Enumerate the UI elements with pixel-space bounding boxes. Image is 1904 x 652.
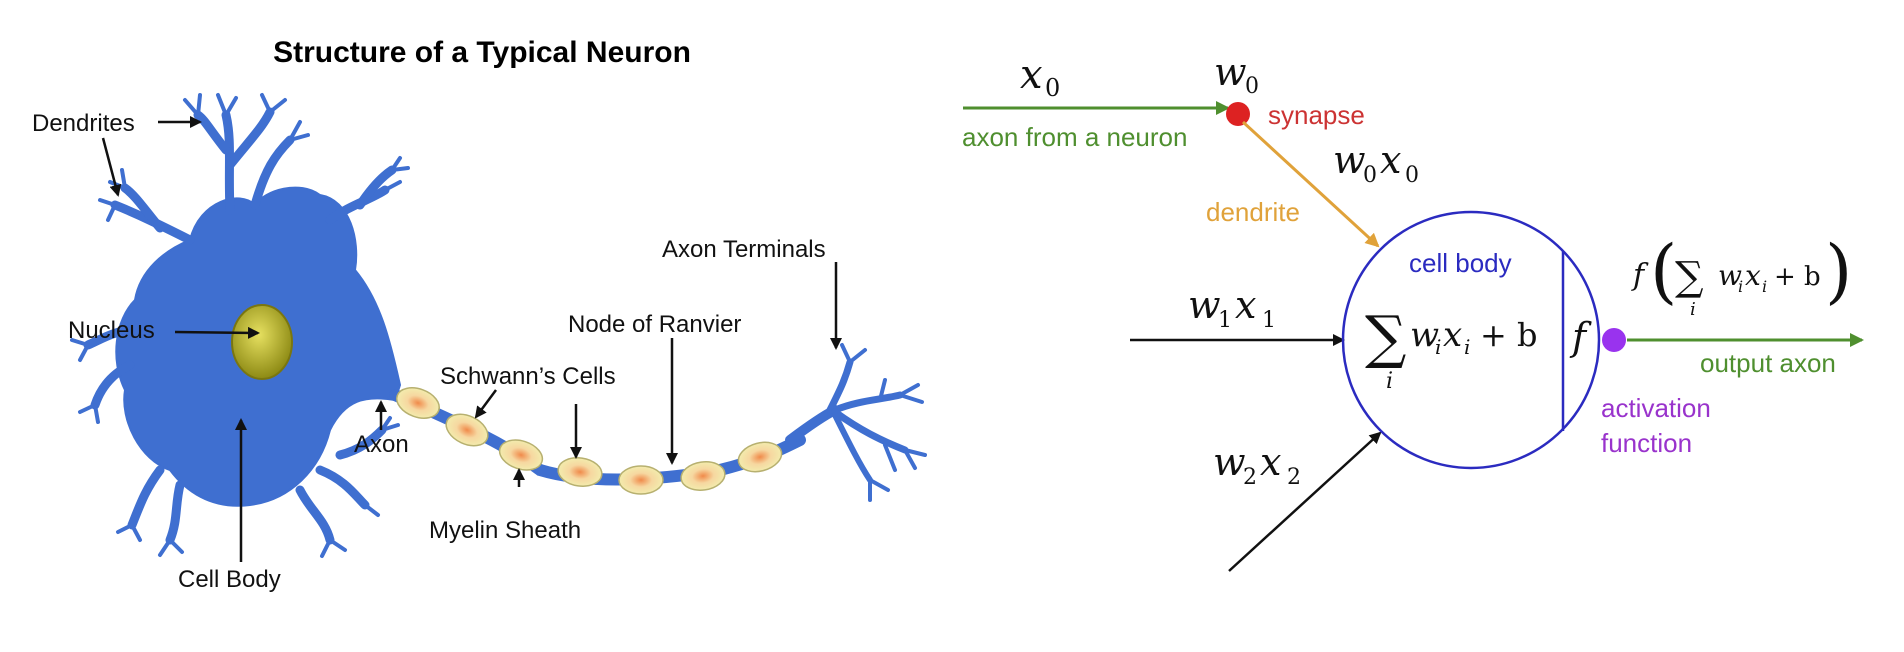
synapse-dot bbox=[1226, 102, 1250, 126]
output-open-paren: ( bbox=[1650, 230, 1677, 312]
nucleus-shape bbox=[231, 304, 293, 380]
label-activation: activation bbox=[1601, 393, 1711, 423]
activation-f-symbol: f bbox=[1569, 315, 1592, 359]
output-x-subscript: i bbox=[1762, 277, 1767, 296]
output-plus-b: + b bbox=[1774, 262, 1821, 292]
label-myelin-sheath: Myelin Sheath bbox=[429, 517, 581, 544]
w1x1-w: w bbox=[1188, 283, 1221, 327]
activation-dot bbox=[1602, 328, 1626, 352]
output-x: x bbox=[1745, 259, 1761, 292]
x0-subscript: 0 bbox=[1045, 74, 1060, 102]
dendrite-line bbox=[1241, 120, 1380, 248]
w0x0-x-subscript: 0 bbox=[1405, 163, 1419, 188]
axon-terminals-shape bbox=[785, 343, 927, 502]
formula-x: x bbox=[1443, 315, 1462, 355]
w0-subscript: 0 bbox=[1245, 74, 1259, 99]
diagram-title: Structure of a Typical Neuron bbox=[273, 36, 691, 69]
label-synapse: synapse bbox=[1268, 100, 1365, 130]
w0x0-x: x bbox=[1380, 138, 1401, 182]
output-sum-index: i bbox=[1690, 299, 1696, 320]
label-cell-body-model: cell body bbox=[1409, 248, 1512, 278]
annotation-arrows bbox=[101, 116, 842, 562]
label-cell-body: Cell Body bbox=[178, 566, 281, 593]
w2x2-x: x bbox=[1260, 440, 1281, 484]
label-schwann-cells: Schwann’s Cells bbox=[440, 363, 616, 390]
label-node-of-ranvier: Node of Ranvier bbox=[568, 311, 741, 338]
biological-neuron-panel: Structure of a Typical Neuron bbox=[32, 36, 927, 593]
output-close-paren: ) bbox=[1825, 230, 1852, 312]
w1x1-w-subscript: 1 bbox=[1218, 308, 1232, 333]
cell-body-circle bbox=[1341, 210, 1601, 470]
label-axon-from-neuron: axon from a neuron bbox=[962, 122, 1187, 152]
w0x0-w-subscript: 0 bbox=[1363, 163, 1377, 188]
output-w-subscript: i bbox=[1738, 277, 1743, 296]
x0-symbol: x bbox=[1020, 52, 1043, 98]
label-output-axon: output axon bbox=[1700, 348, 1836, 378]
w0x0-w: w bbox=[1333, 138, 1366, 182]
label-axon-terminals: Axon Terminals bbox=[662, 236, 826, 263]
sum-index: i bbox=[1386, 369, 1393, 394]
w0-symbol: w bbox=[1214, 50, 1247, 94]
label-dendrite: dendrite bbox=[1206, 197, 1300, 227]
output-sum-symbol: ∑ bbox=[1675, 254, 1704, 300]
label-axon: Axon bbox=[354, 431, 409, 458]
myelin-sheath-segments bbox=[396, 387, 783, 495]
label-nucleus: Nucleus bbox=[68, 317, 155, 344]
label-dendrites: Dendrites bbox=[32, 110, 135, 137]
output-formula: f ( ∑ i w i x i + b ) bbox=[1631, 230, 1852, 320]
input-w2x2-line bbox=[1228, 431, 1382, 572]
artificial-neuron-panel: x 0 w 0 synapse axon from a neuron dendr… bbox=[962, 50, 1864, 572]
w2x2-x-subscript: 2 bbox=[1287, 465, 1301, 490]
formula-w: w bbox=[1410, 315, 1439, 355]
sum-symbol: ∑ bbox=[1365, 303, 1406, 371]
formula-w-subscript: i bbox=[1435, 335, 1441, 359]
w2x2-w-subscript: 2 bbox=[1243, 465, 1257, 490]
label-function: function bbox=[1601, 428, 1692, 458]
output-w: w bbox=[1718, 259, 1742, 292]
w1x1-x-subscript: 1 bbox=[1262, 308, 1276, 333]
w2x2-w: w bbox=[1213, 440, 1246, 484]
w1x1-x: x bbox=[1235, 283, 1256, 327]
output-f: f bbox=[1631, 258, 1649, 293]
formula-x-subscript: i bbox=[1464, 335, 1470, 359]
formula-plus-b: + b bbox=[1480, 316, 1537, 354]
